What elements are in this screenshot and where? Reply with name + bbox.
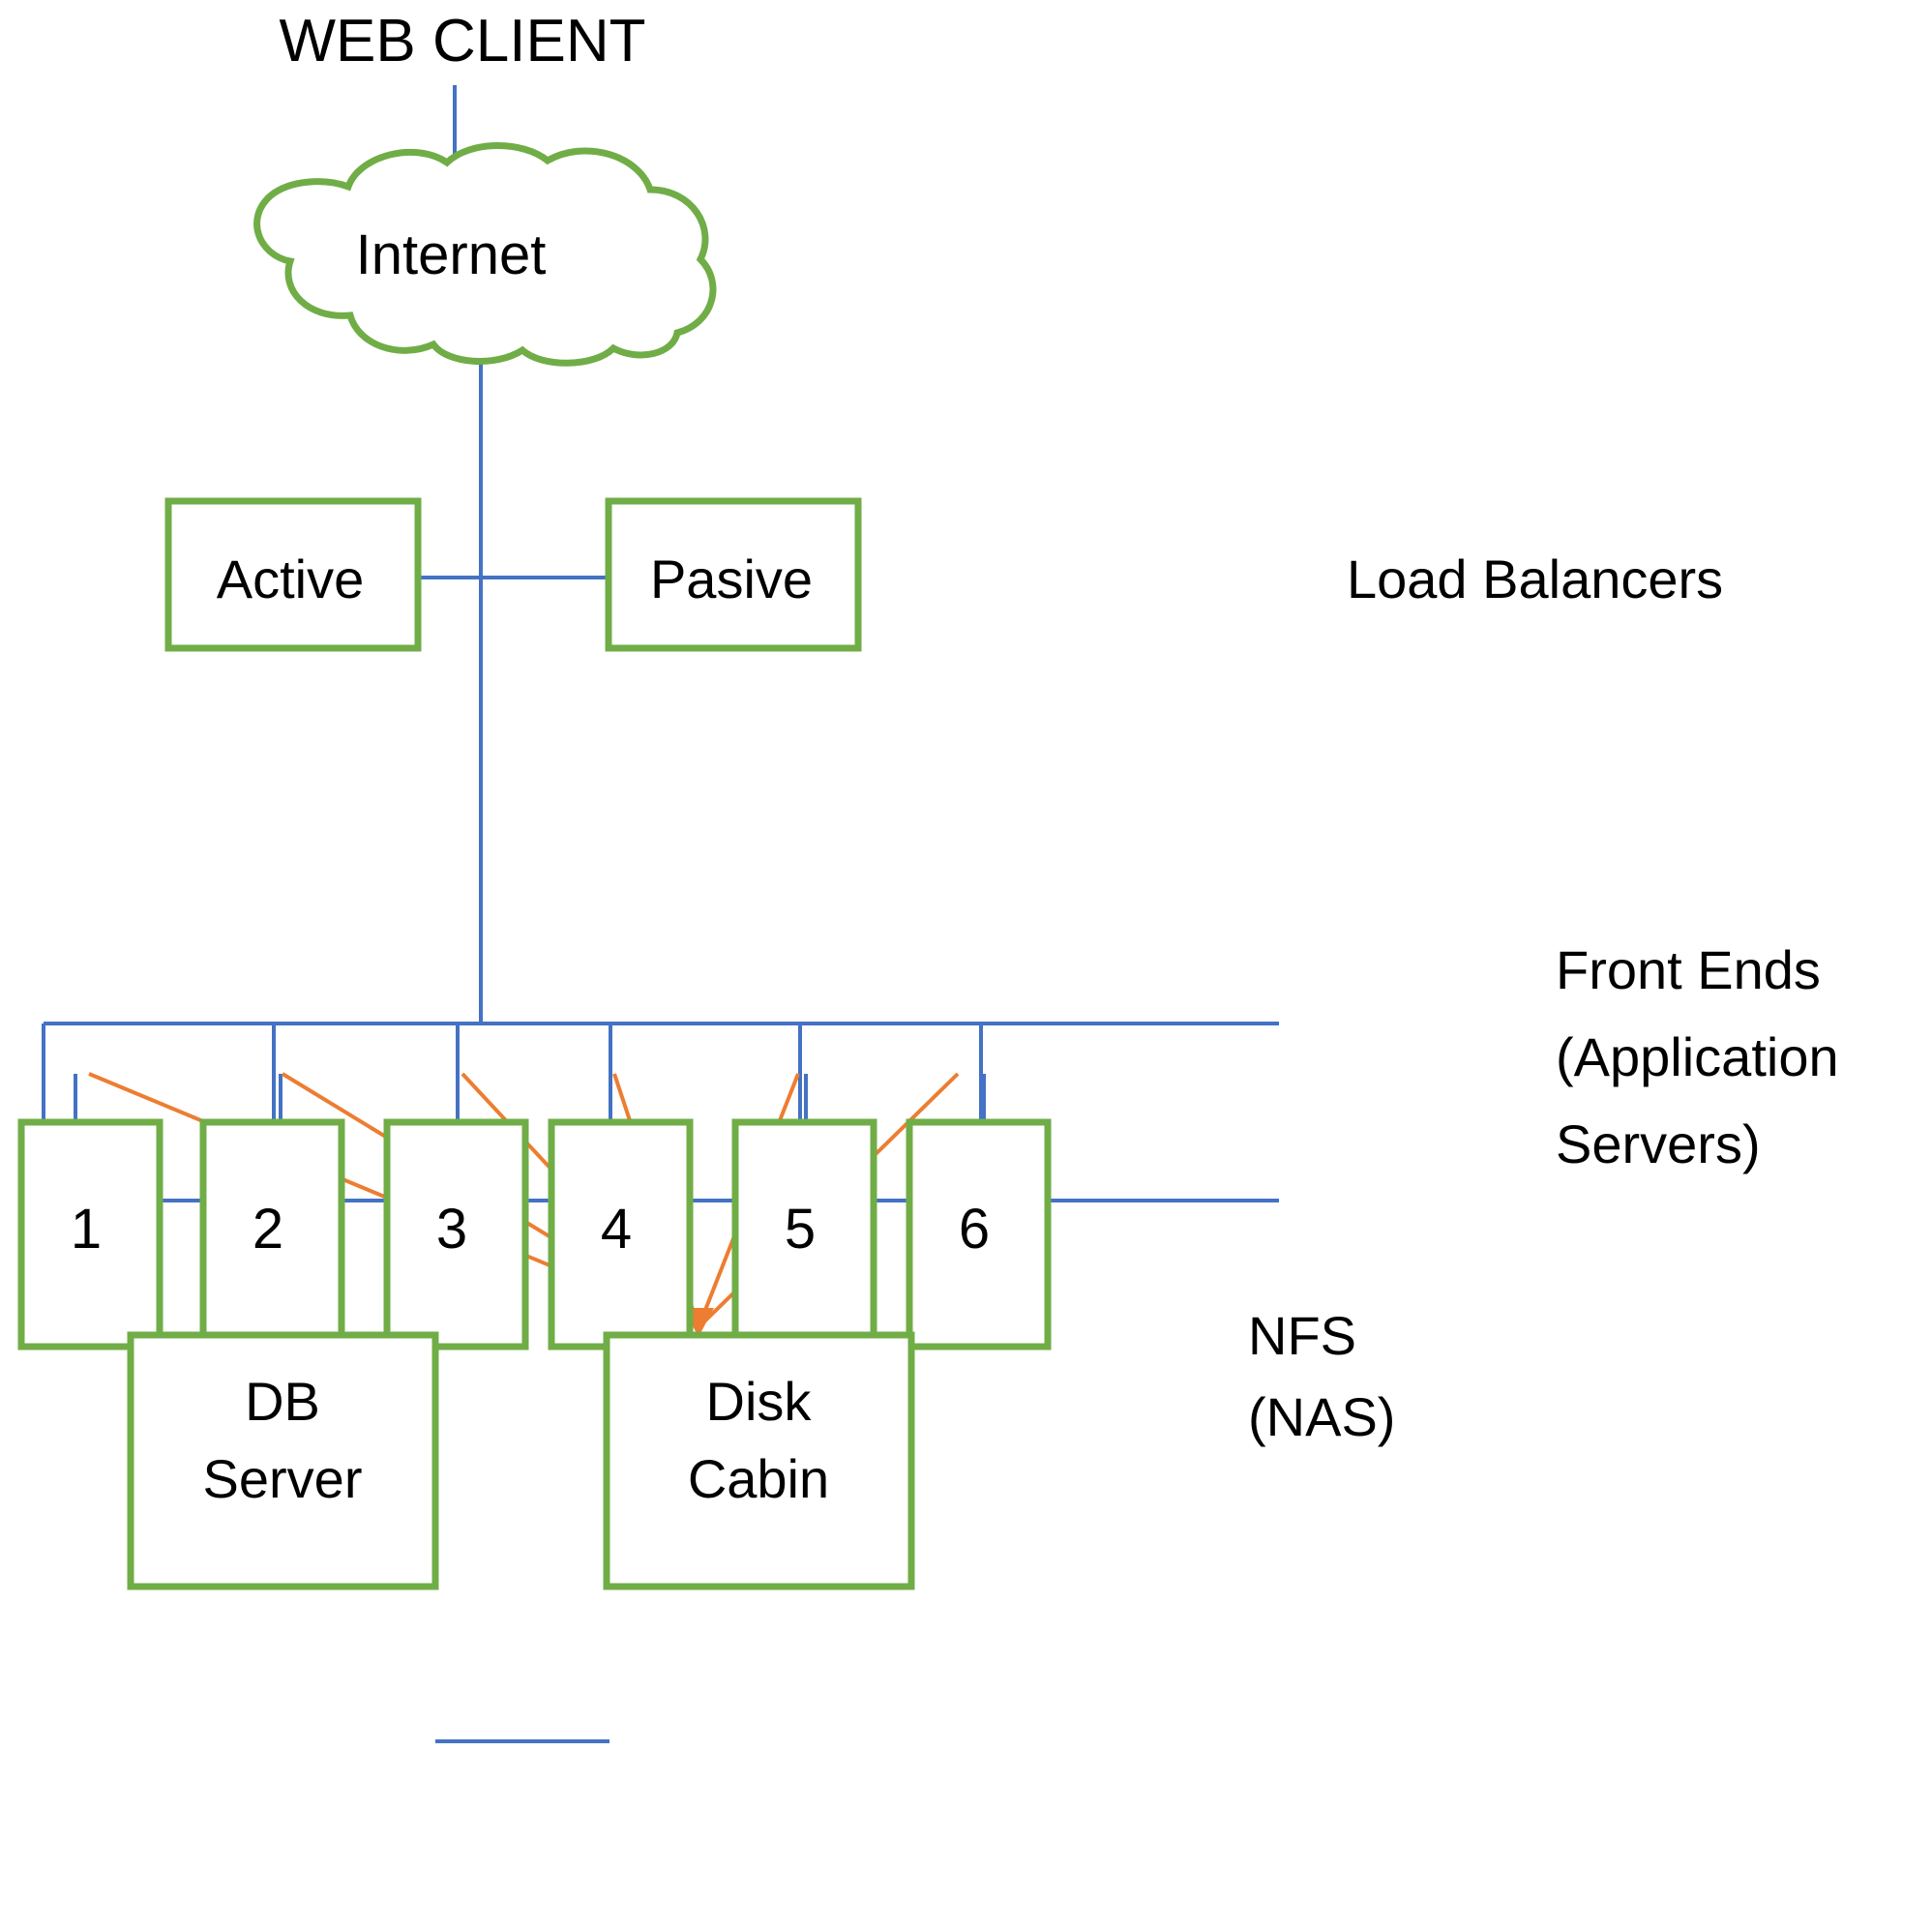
box-front-end-6[interactable]: [906, 1118, 1052, 1350]
internet-cloud: [253, 142, 717, 367]
front-end-2-label: 2: [253, 1198, 283, 1261]
box-front-end-3[interactable]: [383, 1118, 529, 1350]
load-balancer-active-label: Active: [217, 549, 365, 609]
box-db-server[interactable]: [127, 1331, 439, 1590]
box-front-end-5[interactable]: [731, 1118, 877, 1350]
internet-label: Internet: [356, 223, 547, 286]
disk-cabin-label-line1: Disk: [706, 1371, 813, 1432]
front-end-5-label: 5: [785, 1198, 816, 1261]
front-end-1-label: 1: [71, 1198, 102, 1261]
side-label-nfs-line1: NFS: [1248, 1305, 1356, 1366]
db-server-label-line2: Server: [203, 1448, 363, 1509]
cloud-shape: [253, 142, 717, 367]
side-label-nfs-line2: (NAS): [1248, 1386, 1395, 1447]
node-boxes: [17, 497, 1052, 1590]
front-end-6-label: 6: [959, 1198, 990, 1261]
side-label-load-balancers: Load Balancers: [1347, 549, 1723, 609]
box-load-balancer-passive[interactable]: [605, 497, 862, 652]
disk-cabin-label-line2: Cabin: [688, 1448, 829, 1509]
text-labels: WEB CLIENT Internet Active Pasive 1 2 3 …: [71, 8, 1839, 1509]
load-balancer-passive-label: Pasive: [650, 549, 813, 609]
side-label-front-ends-line3: Servers): [1556, 1113, 1761, 1174]
front-end-3-label: 3: [436, 1198, 467, 1261]
box-disk-cabin[interactable]: [603, 1331, 915, 1590]
front-end-bus: [42, 1022, 1279, 1122]
box-front-end-4[interactable]: [548, 1118, 694, 1350]
box-front-end-1[interactable]: [17, 1118, 163, 1350]
front-end-4-label: 4: [601, 1198, 632, 1261]
web-client-title: WEB CLIENT: [280, 8, 646, 74]
side-label-front-ends-line2: (Application: [1556, 1026, 1839, 1087]
side-label-front-ends-line1: Front Ends: [1556, 939, 1821, 1000]
box-load-balancer-active[interactable]: [164, 497, 422, 652]
db-server-label-line1: DB: [245, 1371, 320, 1432]
